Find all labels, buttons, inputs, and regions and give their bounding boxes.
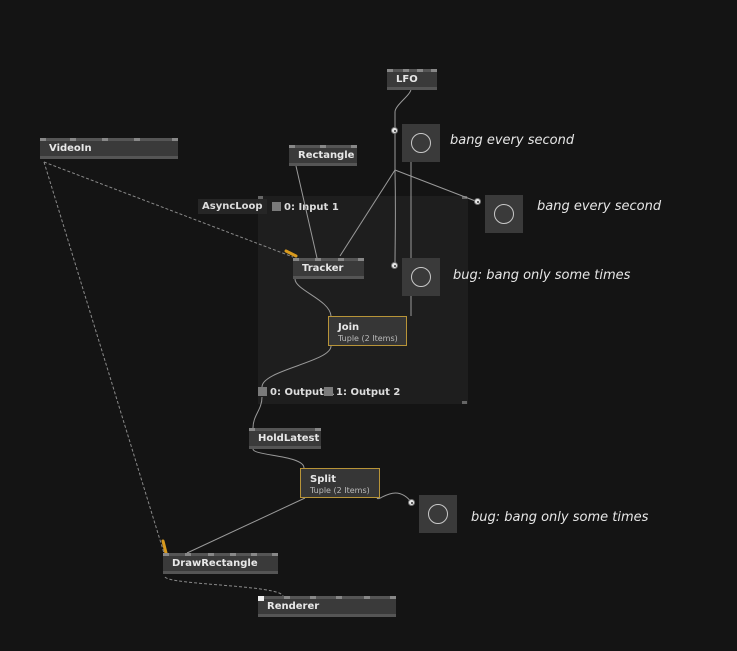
node-title: DrawRectangle [172, 558, 258, 569]
node-videoin[interactable]: VideoIn [40, 138, 178, 159]
pin[interactable] [351, 145, 357, 148]
link-tracker-to-join [294, 278, 332, 317]
link-rectangle-to-tracker [295, 165, 318, 259]
node-title: Split [310, 474, 336, 485]
node-title: HoldLatest [258, 433, 320, 444]
bang-connector-dot[interactable] [391, 262, 398, 269]
pin[interactable] [251, 553, 257, 556]
pin[interactable] [390, 596, 396, 599]
accent-link-tracker-in [284, 249, 298, 258]
bang-button-4[interactable] [419, 495, 457, 533]
pin[interactable] [315, 428, 321, 431]
node-title: Renderer [267, 601, 320, 612]
pin[interactable] [358, 258, 364, 261]
pin[interactable] [258, 596, 264, 601]
bang-connector-dot[interactable] [391, 127, 398, 134]
node-drawrectangle[interactable]: DrawRectangle [163, 553, 278, 574]
node-title: Tracker [302, 263, 344, 274]
region-output-2-label: 1: Output 2 [336, 387, 401, 398]
region-input-1-label: 0: Input 1 [284, 202, 339, 213]
node-holdlatest[interactable]: HoldLatest [249, 428, 321, 449]
node-split[interactable]: Split Tuple (2 Items) [300, 468, 380, 498]
node-lfo[interactable]: LFO [387, 69, 437, 90]
region-corner-handle[interactable] [258, 196, 263, 199]
node-renderer[interactable]: Renderer [258, 596, 396, 617]
pin[interactable] [249, 428, 255, 431]
bang-button-1[interactable] [402, 124, 440, 162]
link-videoin-to-tracker [43, 161, 294, 258]
pin[interactable] [272, 553, 278, 556]
region-output-1-label: 0: Output 1 [270, 387, 335, 398]
pin[interactable] [403, 69, 409, 72]
region-corner-handle[interactable] [462, 196, 467, 199]
pin[interactable] [431, 69, 437, 72]
comment-bang-every-second-1: bang every second [450, 133, 575, 148]
bang-button-2[interactable] [485, 195, 523, 233]
link-split-to-drawrectangle [186, 497, 306, 554]
pin[interactable] [293, 258, 299, 261]
node-join[interactable]: Join Tuple (2 Items) [328, 316, 407, 346]
pin[interactable] [70, 138, 76, 141]
pin[interactable] [320, 145, 326, 148]
pin[interactable] [284, 596, 290, 599]
pin[interactable] [102, 138, 108, 141]
bang-button-3[interactable] [402, 258, 440, 296]
pin[interactable] [163, 553, 169, 556]
pin[interactable] [315, 258, 321, 261]
node-rectangle[interactable]: Rectangle [289, 145, 357, 166]
pin[interactable] [40, 138, 46, 141]
comment-bug-1: bug: bang only some times [453, 268, 631, 283]
pin[interactable] [364, 596, 370, 599]
region-input-1[interactable]: 0: Input 1 [272, 202, 339, 213]
pin[interactable] [208, 553, 214, 556]
link-split-to-bang-4 [376, 492, 413, 504]
pin[interactable] [172, 138, 178, 141]
link-videoin-to-drawrectangle [43, 161, 165, 554]
node-subtitle: Tuple (2 Items) [310, 486, 370, 495]
pin[interactable] [230, 553, 236, 556]
link-to-bang-2 [394, 169, 479, 203]
comment-bug-2: bug: bang only some times [471, 510, 649, 525]
bang-connector-dot[interactable] [474, 198, 481, 205]
asyncloop-label[interactable]: AsyncLoop [198, 199, 267, 214]
pin[interactable] [134, 138, 140, 141]
bang-circle-icon [428, 504, 448, 524]
node-title: LFO [396, 74, 418, 85]
pin[interactable] [338, 258, 344, 261]
region-output-2[interactable]: 1: Output 2 [324, 387, 400, 398]
input-pin-box[interactable] [272, 202, 281, 211]
link-lfo-to-bang [394, 88, 412, 130]
pin[interactable] [336, 596, 342, 599]
link-to-tracker [339, 169, 396, 257]
link-output-to-holdlatest [252, 396, 263, 429]
node-title: VideoIn [49, 143, 92, 154]
region-output-1[interactable]: 0: Output 1 [258, 387, 334, 398]
pin[interactable] [387, 69, 393, 72]
bang-circle-icon [411, 267, 431, 287]
pin[interactable] [310, 596, 316, 599]
output-pin-box[interactable] [324, 387, 333, 396]
node-title: Join [338, 322, 360, 333]
pin[interactable] [417, 69, 423, 72]
bang-circle-icon [494, 204, 514, 224]
node-tracker[interactable]: Tracker [293, 258, 364, 279]
bang-connector-dot[interactable] [408, 499, 415, 506]
accent-link-drawrect-in [161, 539, 168, 555]
link-holdlatest-to-split [252, 448, 305, 469]
bang-circle-icon [411, 133, 431, 153]
link-drawrectangle-to-renderer [164, 576, 284, 597]
output-pin-box[interactable] [258, 387, 267, 396]
node-subtitle: Tuple (2 Items) [338, 334, 398, 343]
pin[interactable] [289, 145, 295, 148]
region-corner-handle[interactable] [462, 401, 467, 404]
pin[interactable] [185, 553, 191, 556]
link-join-to-output [261, 345, 332, 388]
node-title: Rectangle [298, 150, 355, 161]
comment-bang-every-second-2: bang every second [537, 199, 662, 214]
asyncloop-region[interactable] [258, 196, 468, 404]
